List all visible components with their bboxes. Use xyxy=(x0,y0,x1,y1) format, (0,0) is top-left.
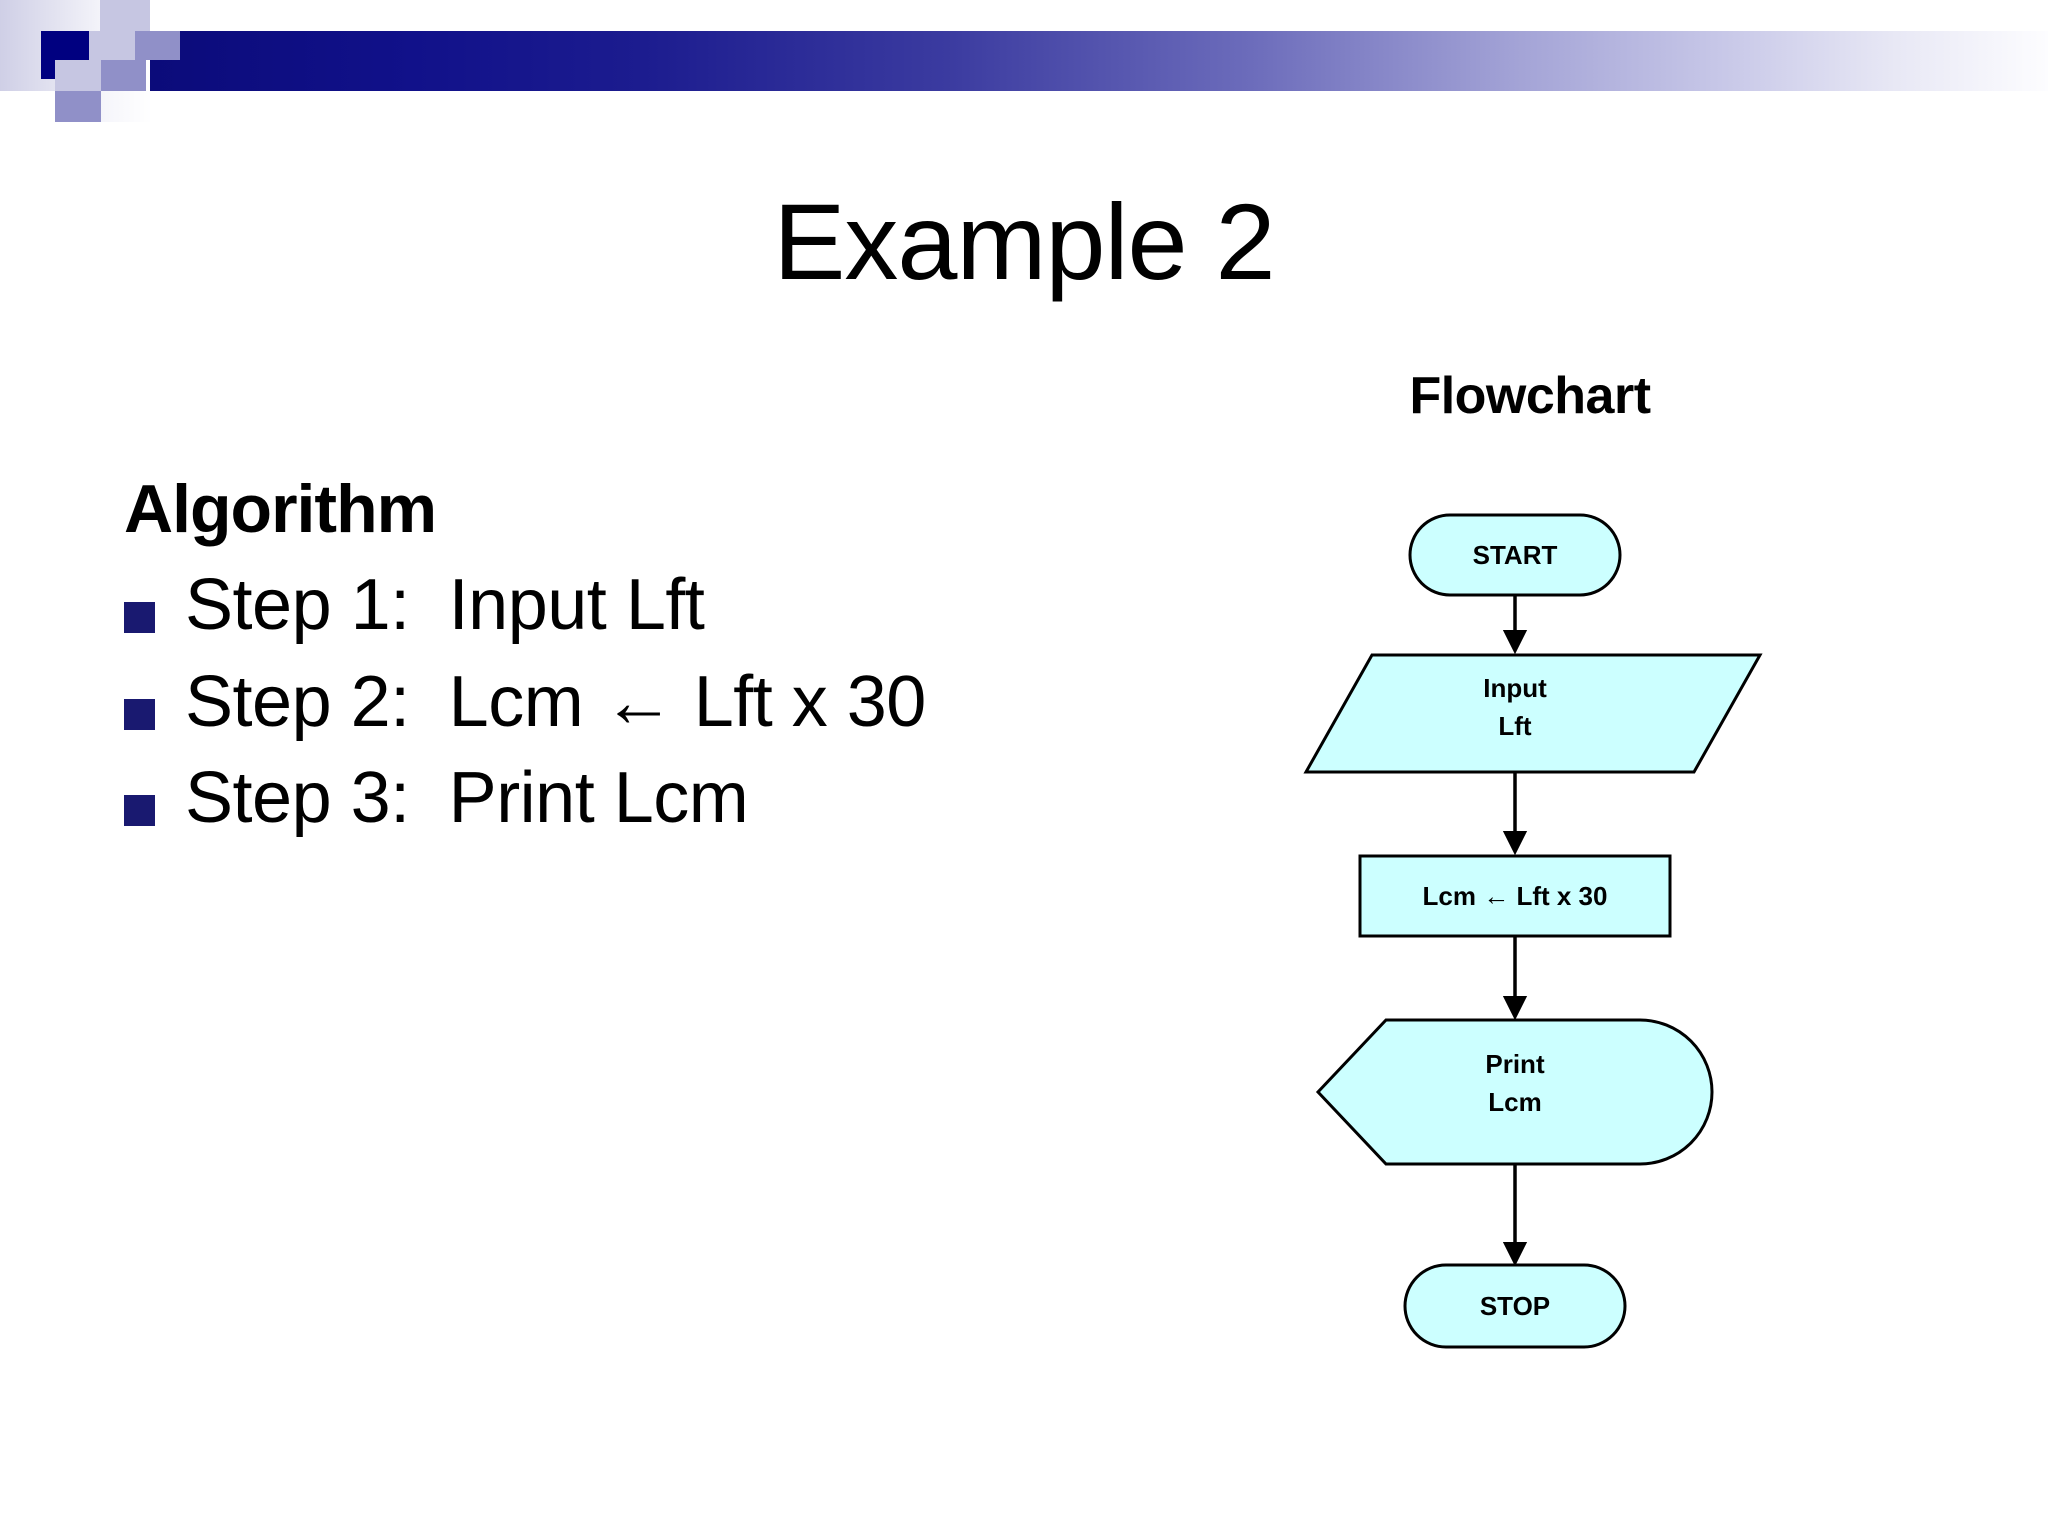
bullet-square-icon xyxy=(124,602,155,633)
flowchart-node-print-label-line2: Lcm xyxy=(1488,1087,1541,1117)
algorithm-step-2-label: Step 2: Lcm ← Lft x 30 xyxy=(185,661,926,742)
flowchart-node-process: Lcm ← Lft x 30 xyxy=(1358,854,1672,938)
flowchart-diagram: START Input Lft Lcm ← Lft x 30 Print Lcm xyxy=(1303,513,1763,1349)
flowchart-section: Flowchart START Input Lft Lcm ← Lft x 30 xyxy=(1280,370,1780,1380)
header-square-light-top xyxy=(100,0,150,31)
header-gradient-bar xyxy=(150,31,2048,91)
flowchart-node-input-label-line1: Input xyxy=(1483,673,1547,703)
header-square-light-b xyxy=(55,60,101,91)
algorithm-section: Algorithm Step 1: Input Lft Step 2: Lcm … xyxy=(124,475,1204,855)
algorithm-step-3-label: Step 3: Print Lcm xyxy=(185,758,749,839)
header-square-light-a xyxy=(89,31,135,60)
algorithm-heading: Algorithm xyxy=(124,471,437,547)
flowchart-heading: Flowchart xyxy=(1409,367,1651,425)
flowchart-node-process-label: Lcm ← Lft x 30 xyxy=(1423,881,1608,911)
list-item: Step 3: Print Lcm xyxy=(124,758,1204,839)
bullet-square-icon xyxy=(124,795,155,827)
flowchart-node-print-label-line1: Print xyxy=(1485,1049,1545,1079)
header-square-mid-c xyxy=(55,91,101,122)
header-square-white-fill xyxy=(0,91,55,140)
list-item: Step 2: Lcm ← Lft x 30 xyxy=(124,662,1204,743)
flowchart-node-input-label-line2: Lft xyxy=(1498,711,1532,741)
flowchart-node-input: Input Lft xyxy=(1303,653,1763,774)
header-square-mid-b xyxy=(101,60,146,91)
flowchart-node-stop: STOP xyxy=(1403,1263,1627,1349)
flowchart-node-start-label: START xyxy=(1473,540,1558,570)
header-square-mid-a xyxy=(135,31,180,60)
flowchart-node-start: START xyxy=(1408,513,1622,597)
page-title: Example 2 xyxy=(773,181,1275,302)
bullet-square-icon xyxy=(124,698,155,730)
algorithm-step-1-label: Step 1: Input Lft xyxy=(185,565,705,645)
flowchart-node-stop-label: STOP xyxy=(1480,1291,1550,1321)
header-decoration xyxy=(0,0,2048,140)
list-item: Step 1: Input Lft xyxy=(124,565,1204,646)
flowchart-node-print: Print Lcm xyxy=(1315,1018,1714,1166)
